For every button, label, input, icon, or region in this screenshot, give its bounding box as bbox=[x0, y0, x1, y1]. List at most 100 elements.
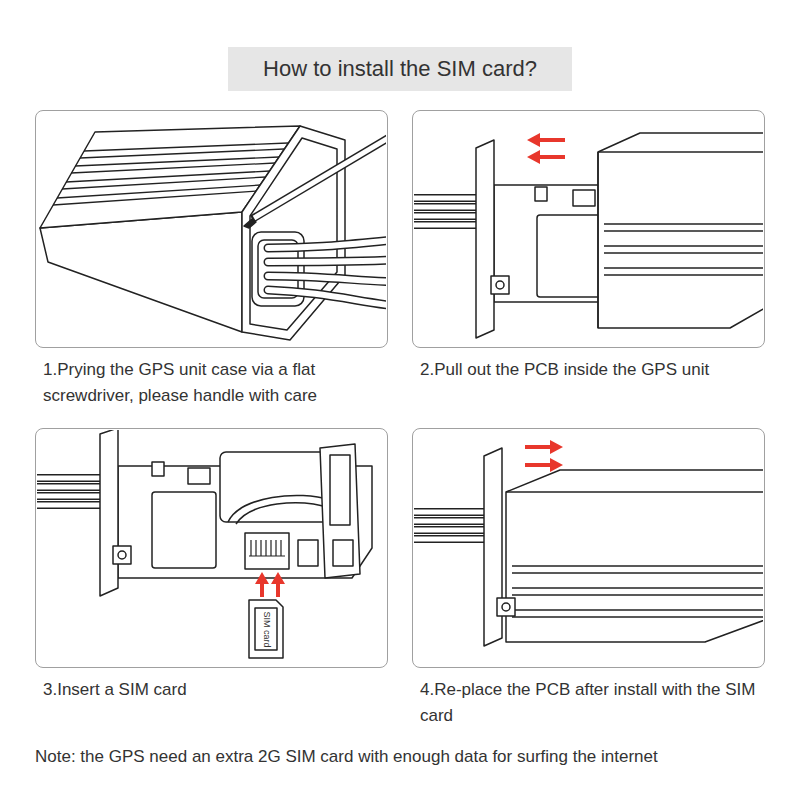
sim-slot-pins bbox=[280, 540, 281, 556]
step-caption: 1.Prying the GPS unit case via a flat sc… bbox=[43, 357, 393, 409]
screwdriver bbox=[252, 134, 386, 219]
cables bbox=[268, 240, 386, 248]
chip bbox=[573, 190, 595, 206]
case-ridges bbox=[53, 191, 257, 205]
screwdriver bbox=[244, 219, 256, 228]
cables bbox=[37, 503, 104, 508]
cables bbox=[268, 240, 386, 306]
step-panel: 1.Prying the GPS unit case via a flat sc… bbox=[35, 110, 388, 348]
case-side bbox=[40, 212, 242, 332]
motion-arrows bbox=[271, 572, 285, 597]
step-panel: 2.Pull out the PCB inside the GPS unit bbox=[412, 110, 765, 348]
cables bbox=[414, 510, 486, 515]
motion-arrows bbox=[527, 133, 565, 147]
housing-ridges bbox=[604, 267, 763, 268]
housing-ridges bbox=[512, 616, 763, 617]
sim-slot-pins bbox=[260, 540, 261, 556]
sim-slot-pins bbox=[265, 540, 266, 556]
chip bbox=[188, 468, 210, 484]
case-ridges bbox=[71, 163, 275, 173]
cables bbox=[268, 240, 386, 306]
housing-opening bbox=[597, 152, 599, 328]
housing-ridges bbox=[604, 274, 763, 275]
button bbox=[496, 281, 504, 289]
ribbon bbox=[228, 495, 330, 522]
case-ridges bbox=[57, 185, 261, 198]
case-ridges bbox=[66, 171, 270, 182]
module bbox=[152, 492, 216, 568]
motion-arrows bbox=[525, 440, 563, 454]
motion-arrows bbox=[527, 133, 565, 164]
cables bbox=[268, 276, 386, 282]
housing bbox=[598, 133, 763, 328]
button bbox=[118, 551, 126, 559]
end-plate bbox=[476, 140, 494, 338]
motion-arrows bbox=[255, 572, 269, 597]
housing-ridges bbox=[604, 245, 763, 246]
cables bbox=[37, 501, 104, 509]
cables bbox=[414, 535, 486, 543]
cables bbox=[414, 512, 486, 539]
cables bbox=[414, 508, 486, 516]
step-caption: 4.Re-place the PCB after install with th… bbox=[420, 677, 770, 729]
sim-card bbox=[249, 600, 283, 658]
motion-arrows bbox=[527, 150, 565, 164]
housing-ridges bbox=[604, 224, 763, 275]
sim-card-label: SIM card bbox=[259, 610, 272, 648]
gps-case-drawing bbox=[40, 126, 386, 340]
housing-ridges bbox=[512, 565, 763, 566]
cables bbox=[414, 517, 486, 525]
cables bbox=[37, 485, 104, 490]
cables bbox=[414, 214, 480, 219]
cables bbox=[414, 512, 486, 539]
antenna-plate bbox=[333, 540, 353, 566]
pcb-board bbox=[494, 185, 605, 302]
pcb-replace-drawing bbox=[414, 448, 763, 646]
sim-slot bbox=[245, 533, 289, 569]
cables bbox=[414, 194, 480, 202]
housing-ridges bbox=[512, 572, 763, 573]
motion-arrows bbox=[255, 572, 285, 597]
sim-slot-pins bbox=[275, 540, 276, 556]
motion-arrows bbox=[525, 440, 563, 472]
step-caption: 2.Pull out the PCB inside the GPS unit bbox=[420, 357, 770, 383]
cables bbox=[414, 528, 486, 533]
button bbox=[113, 546, 131, 564]
button bbox=[497, 598, 515, 616]
antenna bbox=[320, 444, 360, 578]
antenna-plate bbox=[330, 455, 350, 525]
housing-top bbox=[598, 151, 763, 153]
cables bbox=[268, 260, 386, 262]
step-caption: 3.Insert a SIM card bbox=[43, 677, 393, 703]
screwdriver bbox=[244, 134, 386, 228]
sim-insert-drawing bbox=[37, 430, 372, 658]
cables bbox=[414, 203, 480, 211]
case-ridges bbox=[80, 149, 284, 158]
cables bbox=[414, 205, 480, 210]
button bbox=[502, 603, 510, 611]
gsm-module bbox=[220, 452, 332, 522]
cables bbox=[268, 276, 386, 282]
sim-slot-pins bbox=[250, 540, 251, 556]
cables bbox=[268, 240, 386, 306]
sim-slot-pins bbox=[270, 540, 271, 556]
step-panel: 4.Re-place the PCB after install with th… bbox=[412, 428, 765, 668]
sim-card-face bbox=[255, 608, 277, 650]
housing-ridges bbox=[604, 252, 763, 253]
cables bbox=[268, 290, 386, 306]
cables bbox=[414, 221, 480, 229]
chip bbox=[535, 187, 547, 201]
ribbon bbox=[236, 503, 330, 524]
housing-ridges bbox=[604, 230, 763, 231]
cables bbox=[414, 223, 480, 228]
sim-slot-pins bbox=[249, 540, 285, 556]
housing-ridges bbox=[512, 587, 763, 588]
title-band: How to install the SIM card? bbox=[228, 47, 572, 91]
cables bbox=[414, 526, 486, 534]
cables bbox=[268, 260, 386, 262]
button bbox=[491, 276, 509, 294]
screwdriver bbox=[254, 134, 386, 218]
housing-ridges bbox=[512, 594, 763, 595]
sim-slot-pins bbox=[249, 555, 285, 556]
cables bbox=[37, 492, 104, 500]
